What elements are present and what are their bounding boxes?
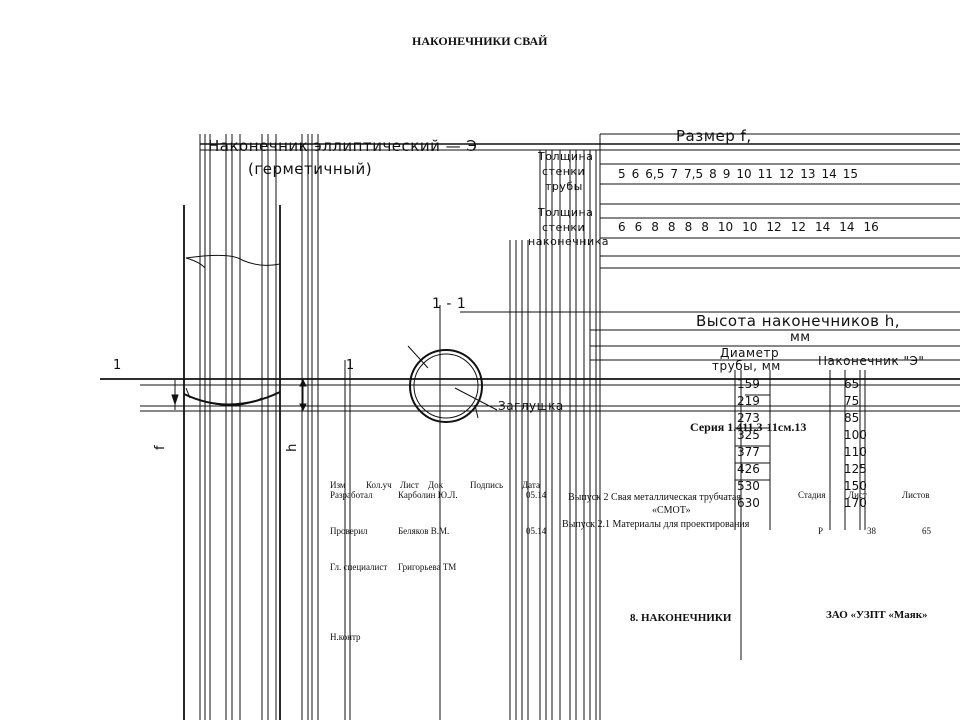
size-table-cell: 15: [842, 167, 859, 181]
issue-line2: «СМОТ»: [652, 505, 691, 516]
title-block-header-cell: Лист: [400, 480, 419, 490]
title-block-name: Карболин Ю.Л.: [398, 490, 458, 500]
size-table-cell: 8: [701, 220, 709, 234]
height-cell: 85: [844, 411, 860, 425]
diameter-column: 159 219 273 325 377 426 530 630: [737, 376, 760, 512]
issue-line1: Выпуск 2 Свая металлическая трубчатая: [568, 492, 742, 503]
title-block-role: Разработал: [330, 490, 373, 500]
series-label: Серия 1.411.3-11см.13: [690, 420, 807, 434]
sheets-value: 65: [922, 526, 931, 536]
height-table-header: Высота наконечников h,: [696, 312, 901, 330]
diameter-cell: 377: [737, 445, 760, 459]
height-cell: 150: [844, 479, 867, 493]
diameter-cell: 273: [737, 411, 760, 425]
size-row2-label-line3: наконечника: [528, 235, 609, 248]
size-table-cell: 6: [634, 220, 643, 234]
size-table-cell: 8: [667, 220, 676, 234]
size-table-cell: 6: [618, 220, 626, 234]
size-table-cell: 14: [814, 220, 831, 234]
size-table-cell: 16: [863, 220, 879, 234]
size-table-cell: 5: [618, 167, 626, 181]
height-table-unit: мм: [790, 330, 811, 345]
size-table-cell: 6,5: [645, 167, 665, 181]
cut-mark-right: 1: [346, 358, 355, 373]
tip-title-line2: (герметичный): [248, 160, 373, 178]
sheets-label: Листов: [902, 490, 930, 500]
tip-e-header: Наконечник "Э": [818, 354, 925, 368]
diameter-cell: 159: [737, 377, 760, 391]
height-cell: 110: [844, 445, 867, 459]
size-row1-label-line2: стенки: [542, 165, 586, 178]
section-name: 8. НАКОНЕЧНИКИ: [630, 612, 732, 624]
sheet-label: Лист: [848, 490, 867, 500]
size-table-cell: 8: [651, 220, 659, 234]
size-row1-label-line1: Толщина: [538, 150, 594, 163]
title-block-header-cell: Док: [428, 480, 444, 490]
size-table-cell: 10: [736, 167, 752, 181]
size-row2-label-line2: стенки: [542, 221, 586, 234]
size-table-cell: 13: [800, 167, 816, 181]
title-block-role: Гл. специалист: [330, 562, 388, 572]
size-table-cell: 7,5: [684, 167, 704, 181]
section-label: 1 - 1: [432, 296, 467, 312]
size-table-cell: 12: [790, 220, 806, 234]
size-row2-label-line1: Толщина: [538, 206, 594, 219]
title-block-header-cell: Дата: [522, 480, 540, 490]
cut-mark-left: 1: [113, 358, 122, 373]
title-block-header-cell: Изм: [330, 480, 346, 490]
diameter-cell: 325: [737, 428, 760, 442]
page-title: НАКОНЕЧНИКИ СВАЙ: [412, 34, 548, 48]
title-block-role: Н.контр: [330, 632, 361, 642]
title-block-name: Беляков В.М.: [398, 526, 450, 536]
tip-title-line1: Наконечник эллиптический — Э: [208, 137, 478, 155]
height-cell: 125: [844, 462, 867, 476]
size-table-cell: 14: [821, 167, 837, 181]
title-block-role: Проверил: [330, 526, 368, 536]
title-block-name: Григорьева ТМ: [398, 562, 457, 572]
size-table-cell: 12: [766, 220, 782, 234]
sheet-value: 38: [867, 526, 876, 536]
size-table-cell: 14: [839, 220, 855, 234]
dimension-h-label: h: [284, 443, 300, 452]
size-table-cell: 12: [778, 167, 795, 181]
size-table-cell: 9: [722, 167, 731, 181]
height-cell: 170: [844, 496, 867, 510]
size-table-cell: 6: [631, 167, 640, 181]
title-block-header-cell: Подпись: [470, 480, 504, 490]
height-cell: 100: [844, 428, 867, 442]
size-table-cell: 10: [742, 220, 758, 234]
dimension-f-label: f: [153, 444, 169, 451]
title-block-date: 05.14: [526, 490, 547, 500]
height-cell: 65: [844, 377, 860, 391]
size-table-cell: 8: [709, 167, 717, 181]
title-block-header-cell: Кол.уч: [366, 480, 392, 490]
diameter-cell: 530: [737, 479, 760, 493]
company-name: ЗАО «УЗПТ «Маяк»: [826, 609, 928, 621]
size-table-cell: 7: [670, 167, 679, 181]
title-block-date: 05.14: [526, 526, 547, 536]
height-column: 65 75 85 100 110 125 150 170: [844, 376, 867, 512]
issue-line3: Выпуск 2.1 Материалы для проектирования: [562, 519, 750, 530]
size-table-header: Размер f,: [676, 127, 752, 145]
diameter-header-line2: трубы, мм: [712, 359, 781, 373]
diameter-cell: 219: [737, 394, 760, 408]
size-table-cell: 10: [717, 220, 734, 234]
size-row1-label-line3: трубы: [545, 180, 583, 193]
size-table-cell: 11: [757, 167, 773, 181]
size-table-cell: 8: [684, 220, 693, 234]
diameter-header-line1: Диаметр: [720, 346, 780, 360]
diameter-cell: 630: [737, 496, 760, 510]
height-cell: 75: [844, 394, 860, 408]
stage-value: Р: [818, 526, 824, 536]
stage-label: Стадия: [798, 490, 826, 500]
plug-label: Заглушка: [498, 399, 564, 413]
diameter-cell: 426: [737, 462, 760, 476]
